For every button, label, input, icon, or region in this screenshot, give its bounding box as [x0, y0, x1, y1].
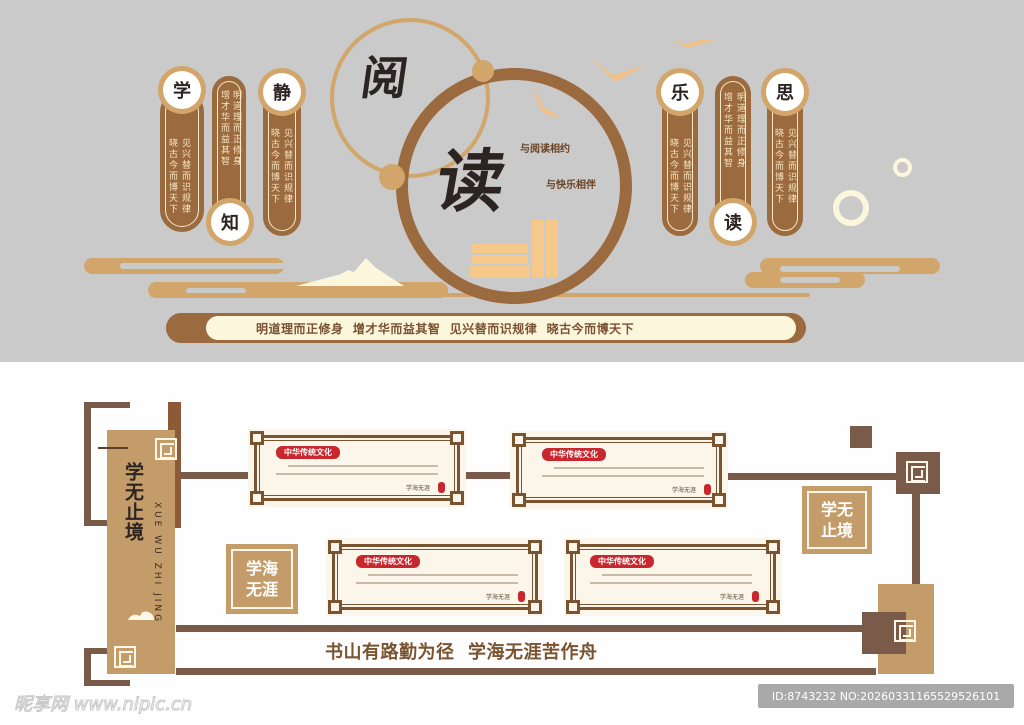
rail	[726, 473, 901, 480]
seal-icon	[704, 484, 711, 495]
medal-le: 乐	[656, 68, 704, 116]
medal-xue: 学	[158, 66, 206, 114]
pillar-text: 晓古今而博天下	[773, 128, 783, 205]
slogan-line-2: 与快乐相伴	[546, 180, 596, 191]
card-body-text	[602, 574, 752, 576]
pillar-text: 明道理而正修身	[735, 92, 745, 169]
card-tag: 中华传统文化	[356, 555, 420, 568]
frame-bar	[84, 648, 91, 686]
info-card-2: 中华传统文化 学海无涯	[510, 431, 728, 509]
meander-icon	[906, 461, 928, 483]
card-signature: 学海无涯	[672, 487, 697, 494]
rail	[466, 472, 516, 479]
info-card-4: 中华传统文化 学海无涯	[564, 538, 782, 616]
medal-si: 思	[761, 68, 809, 116]
medal-char: 静	[263, 73, 301, 111]
side-banner-pinyin: XUE WU ZHI JING	[152, 502, 162, 625]
card-tag: 中华传统文化	[542, 448, 606, 461]
meander-icon	[155, 438, 177, 460]
decor-square	[850, 426, 872, 448]
medal-char: 学	[163, 71, 201, 109]
card-body-text	[368, 574, 518, 576]
card-body-text	[542, 475, 704, 477]
card-body-text	[276, 473, 438, 475]
ring-dot	[472, 60, 494, 82]
frame-bar	[84, 402, 130, 408]
medal-zhi: 知	[206, 198, 254, 246]
meander-icon	[894, 620, 916, 642]
rail	[176, 668, 876, 675]
card-signature: 学海无涯	[720, 594, 745, 601]
title-char-yue: 阅	[357, 51, 412, 105]
card-body-text	[590, 582, 752, 584]
decor-ring	[833, 190, 869, 226]
birds-icon	[534, 38, 715, 118]
side-banner-title: 学无止境	[122, 462, 144, 542]
pillar-text: 见兴替而识规律	[282, 128, 292, 205]
watermark-id: ID:8743232 NO:20260331165529526101	[758, 684, 1014, 708]
brush-stroke	[98, 447, 128, 449]
info-card-3: 中华传统文化 学海无涯	[326, 538, 544, 616]
seal-icon	[752, 591, 759, 602]
pillar-text: 晓古今而博天下	[668, 138, 678, 215]
seal-icon	[518, 591, 525, 602]
decor-block	[862, 612, 906, 654]
card-body-text	[356, 582, 518, 584]
pillar-text: 增才华而益其智	[219, 90, 229, 167]
mountain-icon	[296, 258, 404, 286]
motto-banner-text: 明道理而正修身 增才华而益其智 见兴替而识规律 晓古今而博天下	[256, 321, 635, 336]
pillar-text: 晓古今而博天下	[269, 128, 279, 205]
cloud-gap	[780, 277, 840, 283]
seal-icon	[438, 482, 445, 493]
medal-du: 读	[709, 198, 757, 246]
pillar-text: 增才华而益其智	[722, 92, 732, 169]
medal-char: 知	[211, 203, 249, 241]
frame-bar	[84, 680, 130, 686]
tile-text: 学海无涯	[245, 559, 278, 599]
medal-jing: 静	[258, 68, 306, 116]
pillar-text: 明道理而正修身	[231, 90, 241, 167]
motto-banner: 明道理而正修身 增才华而益其智 见兴替而识规律 晓古今而博天下	[166, 313, 806, 343]
info-card-1: 中华传统文化 学海无涯	[248, 429, 466, 507]
frame-bar	[84, 402, 91, 526]
cloud-gap	[780, 266, 900, 272]
rail-vertical	[912, 492, 920, 584]
medal-char: 思	[766, 73, 804, 111]
tile-text: 学无止境	[820, 500, 853, 540]
card-signature: 学海无涯	[406, 485, 431, 492]
meander-icon	[114, 646, 136, 668]
cloud-icon	[128, 611, 154, 620]
card-tag: 中华传统文化	[590, 555, 654, 568]
books-icon	[470, 220, 558, 278]
card-body-text	[554, 467, 704, 469]
side-banner	[107, 430, 175, 674]
tile-xuehai: 学海无涯	[226, 544, 298, 614]
reading-wall-panel: 阅 读 与阅读相约 与快乐相伴 晓古今而博天下 见兴替而识规律 学 增才华而益其…	[0, 0, 1024, 362]
frame-bar	[84, 520, 114, 526]
cloud-gap	[186, 288, 246, 294]
footer-slogan: 书山有路勤为径 学海无涯苦作舟	[325, 642, 598, 663]
frame-bar	[84, 648, 114, 654]
tile-xuewu: 学无止境	[802, 486, 872, 554]
medal-char: 乐	[661, 73, 699, 111]
pillar-text: 晓古今而博天下	[167, 138, 177, 215]
learning-wall-panel: 学无止境 XUE WU ZHI JING 学海无涯 学无止境 中华传统文化 学海…	[0, 362, 1024, 725]
pillar-text: 见兴替而识规律	[681, 138, 691, 215]
card-body-text	[288, 465, 438, 467]
cloud-gap	[120, 263, 300, 269]
pillar-text: 见兴替而识规律	[786, 128, 796, 205]
card-signature: 学海无涯	[486, 594, 511, 601]
watermark-logo: 昵享网 www.nipic.cn	[13, 694, 193, 716]
rail	[176, 625, 866, 632]
rail	[180, 472, 252, 479]
decor-block	[896, 452, 940, 494]
pillar-text: 见兴替而识规律	[180, 138, 190, 215]
decor-ring-small	[893, 158, 912, 177]
slogan-line-1: 与阅读相约	[520, 144, 570, 155]
medal-char: 读	[714, 203, 752, 241]
card-tag: 中华传统文化	[276, 446, 340, 459]
ring-dot	[379, 164, 405, 190]
